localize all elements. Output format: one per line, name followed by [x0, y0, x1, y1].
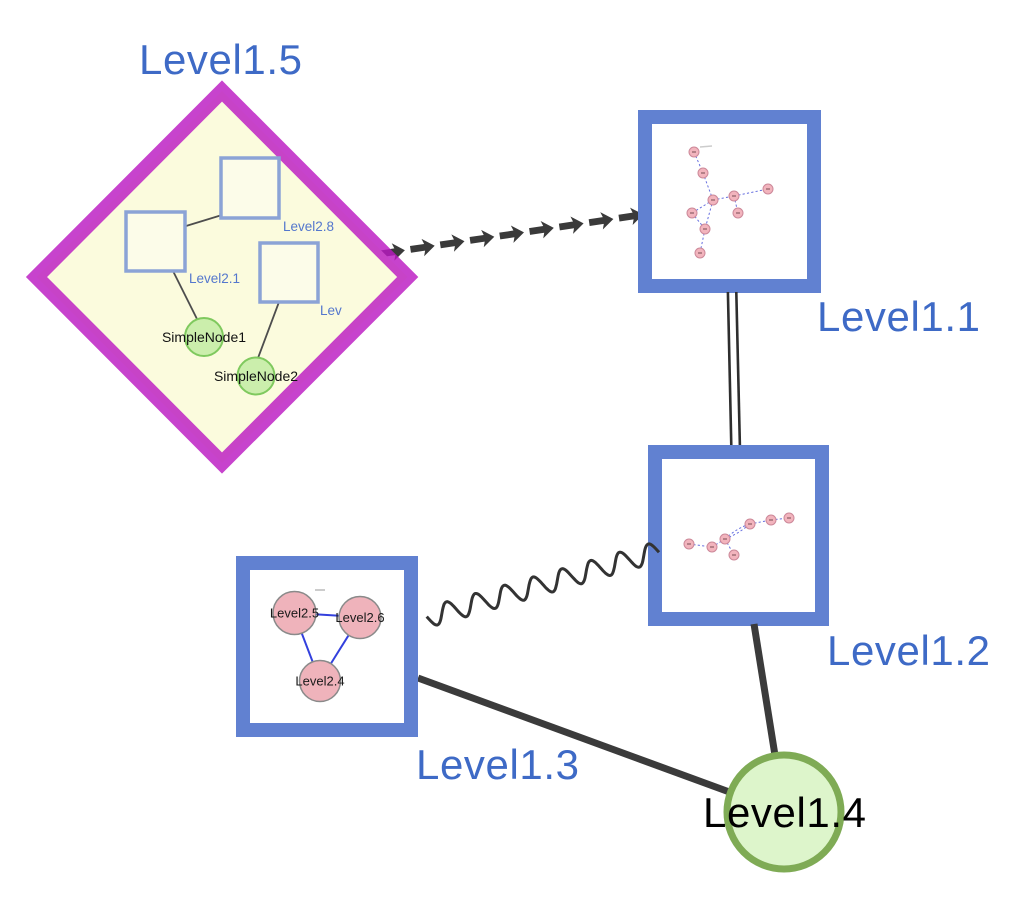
- svg-text:Level1.2: Level1.2: [827, 627, 991, 674]
- svg-text:Level2.1: Level2.1: [189, 271, 240, 286]
- svg-text:Lev: Lev: [320, 303, 342, 318]
- svg-text:SimpleNode2: SimpleNode2: [214, 368, 298, 384]
- svg-text:Level2.6: Level2.6: [335, 610, 384, 625]
- svg-text:Level1.4: Level1.4: [703, 789, 867, 836]
- svg-text:Level2.8: Level2.8: [283, 219, 334, 234]
- svg-text:Level1.5: Level1.5: [139, 36, 303, 83]
- svg-text:Level1.1: Level1.1: [817, 293, 981, 340]
- svg-text:SimpleNode1: SimpleNode1: [162, 329, 246, 345]
- svg-text:Level2.5: Level2.5: [270, 606, 319, 621]
- svg-text:Level2.4: Level2.4: [295, 674, 344, 689]
- svg-text:Level1.3: Level1.3: [416, 741, 580, 788]
